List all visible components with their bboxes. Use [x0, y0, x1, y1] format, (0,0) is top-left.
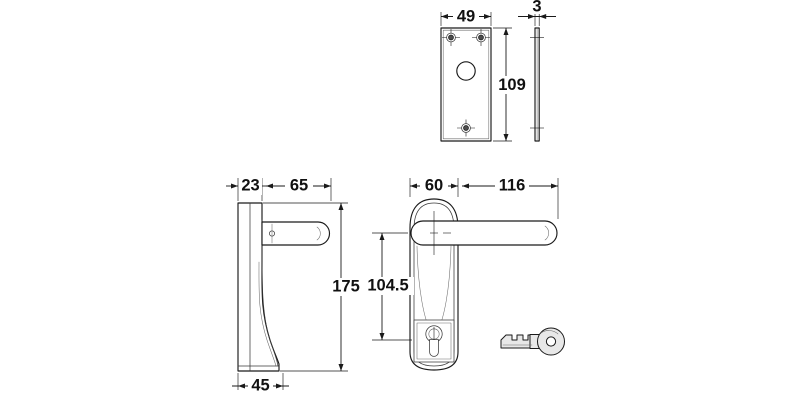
key-blade [500, 334, 535, 349]
dimension-side-depth-23: 23 [226, 176, 266, 201]
dimension-side-height-175: 175 [263, 202, 363, 372]
backplate-screw-hole-top-right [472, 29, 490, 46]
cylinder-escutcheon-inner [416, 322, 452, 360]
dimension-label-65: 65 [290, 176, 308, 194]
dimension-label-3: 3 [532, 0, 541, 15]
handle-side-lever-tip-arc [316, 226, 321, 241]
handle-side-lever [261, 221, 330, 246]
dimension-front-plate-width-60: 60 [409, 176, 459, 197]
dimension-label-49: 49 [457, 7, 475, 25]
backplate-front-view: 49 109 [440, 7, 530, 142]
dimension-plate-height-109: 109 [493, 27, 530, 142]
backplate-edge-view: 3 [518, 0, 556, 142]
dimension-label-116: 116 [499, 176, 526, 194]
dimension-plate-thickness-3: 3 [518, 0, 556, 26]
key-symbol [500, 327, 565, 356]
dimension-front-lever-116: 116 [462, 176, 559, 219]
key-bow-hole [545, 336, 557, 347]
handle-side-view: 23 65 175 [226, 176, 363, 395]
dimension-side-base-45: 45 [232, 373, 289, 395]
handle-front-view: 60 116 104.5 [362, 176, 559, 371]
handle-front-hub-centermark [430, 211, 451, 255]
backplate-screw-hole-bottom [457, 119, 475, 137]
backplate-inner-edge [442, 29, 490, 140]
dimension-label-23: 23 [241, 176, 259, 194]
dimension-label-45: 45 [251, 376, 269, 394]
dimension-label-109: 109 [498, 76, 526, 94]
backplate-screw-hole-top-left [442, 29, 460, 46]
dimension-front-handle-to-cylinder-104-5: 104.5 [362, 232, 414, 341]
backplate-edge-hole-marks [530, 37, 544, 129]
backplate-center-hole [456, 61, 476, 81]
handle-side-body-contour-2 [258, 261, 277, 367]
handle-side-body-contour [261, 219, 279, 367]
dimension-plate-width-49: 49 [440, 7, 492, 26]
handle-front-lever [410, 220, 558, 246]
dimension-label-175: 175 [332, 277, 360, 295]
dimension-label-60: 60 [425, 176, 443, 194]
keyhole-euro-cylinder [425, 325, 443, 357]
key-bow-highlight [540, 330, 559, 335]
dimension-side-projection-65: 65 [266, 176, 332, 201]
dimension-label-104-5: 104.5 [367, 276, 408, 294]
handle-side-lever-hub-mark [269, 223, 275, 244]
handle-front-lever-tip-arc [544, 225, 549, 241]
